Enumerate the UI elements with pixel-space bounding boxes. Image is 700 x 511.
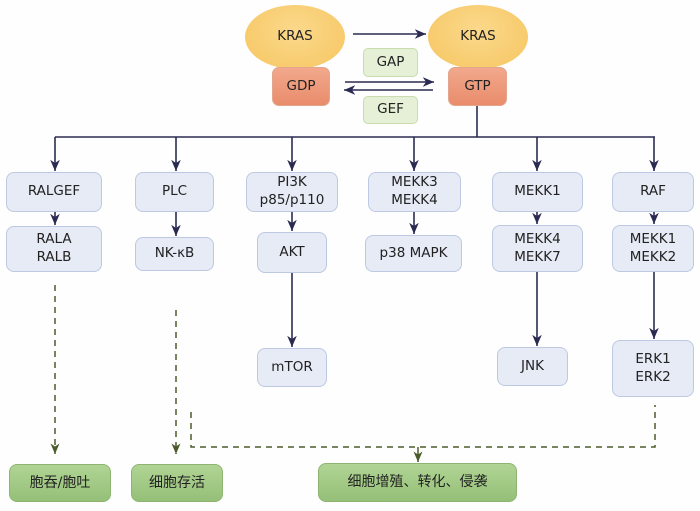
p38-mapk-node: p38 MAPK xyxy=(365,235,462,272)
mekk1-node: MEKK1 xyxy=(492,172,583,212)
mekk4-mekk7-node: MEKK4 MEKK7 xyxy=(492,225,583,272)
akt-node: AKT xyxy=(257,232,327,273)
erk1-erk2-node: ERK1 ERK2 xyxy=(612,340,694,397)
outcome-endocytosis: 胞吞/胞吐 xyxy=(9,464,111,502)
kras-active: KRAS xyxy=(428,5,528,69)
mtor-node: mTOR xyxy=(257,348,327,387)
mekk1-mekk2-node: MEKK1 MEKK2 xyxy=(612,225,694,272)
outcome-proliferation: 细胞增殖、转化、侵袭 xyxy=(318,463,517,502)
gap-node: GAP xyxy=(363,48,418,77)
kras-inactive: KRAS xyxy=(245,5,345,69)
gef-node: GEF xyxy=(363,96,418,124)
gdp-node: GDP xyxy=(272,67,330,106)
raf-node: RAF xyxy=(612,172,694,212)
ralgef-node: RALGEF xyxy=(6,172,102,212)
gtp-node: GTP xyxy=(448,67,507,106)
jnk-node: JNK xyxy=(497,347,568,386)
rala-ralb-node: RALA RALB xyxy=(6,226,102,272)
plc-node: PLC xyxy=(135,172,214,212)
pi3k-node: PI3K p85/p110 xyxy=(246,172,338,212)
outcome-survival: 细胞存活 xyxy=(131,464,223,502)
mekk3-mekk4-node: MEKK3 MEKK4 xyxy=(368,172,461,212)
nfkb-node: NK-κB xyxy=(135,237,214,271)
